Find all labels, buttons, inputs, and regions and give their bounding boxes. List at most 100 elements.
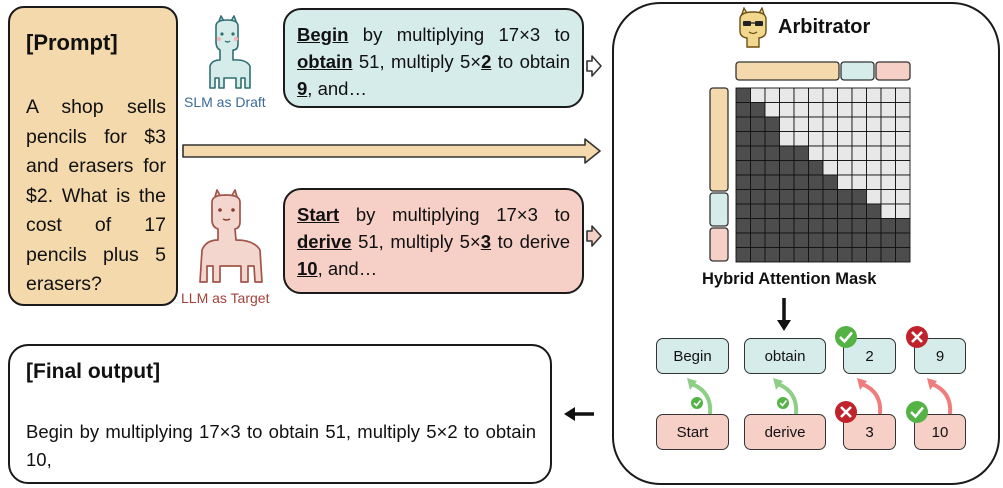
prompt-text: A shop sells pencils for $3 and erasers … [26,96,166,295]
draft-arrow-icon [586,55,602,77]
mask-cell [880,218,896,234]
mask-cell [750,87,766,103]
mask-cell [866,247,882,263]
accept-badge-10-icon [906,401,928,423]
arbitrator-panel [612,2,1000,485]
mask-cell [895,174,911,190]
mask-left-target-bar [709,227,729,262]
mask-cell [808,102,824,118]
target-seg-6: 10 [297,258,318,279]
mask-cell [822,218,838,234]
mask-cell [895,189,911,205]
mask-cell [808,174,824,190]
draft-seg-2: obtain [297,51,353,72]
mask-cell [895,116,911,132]
mask-cell [808,131,824,147]
mask-cell [793,247,809,263]
mask-cell [735,131,751,147]
mask-cell [764,145,780,161]
mask-cell [764,160,780,176]
mask-cell [779,247,795,263]
mask-cell [837,189,853,205]
mask-cell [851,189,867,205]
mask-cell [895,218,911,234]
mask-cell [764,131,780,147]
draft-seg-1: by multiplying 17×3 to [348,24,570,45]
mask-cell [750,247,766,263]
mask-cell [779,131,795,147]
target-token-start: Start [656,414,729,450]
mask-cell [764,247,780,263]
llm-label: LLM as Target [181,290,270,306]
arbitrator-title: Arbitrator [778,16,871,38]
mask-cell [793,189,809,205]
mask-cell [880,174,896,190]
mask-cell [837,87,853,103]
mask-cell [735,116,751,132]
mask-cell [866,174,882,190]
draft-seg-6: 9 [297,78,308,99]
slm-label: SLM as Draft [184,94,266,110]
mask-cell [750,218,766,234]
mask-cell [866,160,882,176]
mask-cell [822,116,838,132]
mask-cell [880,247,896,263]
draft-token-begin: Begin [656,338,729,374]
final-output-box [8,344,552,484]
mask-cell [793,116,809,132]
mask-cell [750,116,766,132]
mask-left-draft-bar [709,192,729,227]
mask-cell [866,131,882,147]
mask-cell [764,232,780,248]
mask-cell [895,145,911,161]
verify-arrow-2 [861,382,883,415]
mask-cell [735,102,751,118]
target-seg-3: 51, multiply 5× [351,231,481,252]
final-output-text: Begin by multiplying 17×3 to obtain 51, … [26,421,536,470]
mask-cell [851,247,867,263]
mask-cell [764,87,780,103]
mask-cell [735,203,751,219]
arbitrator-alpaca-icon [739,7,767,48]
mask-cell [779,174,795,190]
draft-seg-7: , and… [307,78,367,99]
mask-cell [808,160,824,176]
mask-cell [837,160,853,176]
mask-cell [837,174,853,190]
draft-seg-4: 2 [481,51,492,72]
mask-cell [808,87,824,103]
mask-cell [895,102,911,118]
mask-cell [779,87,795,103]
mask-cell [837,247,853,263]
verify-arrow-begin [691,382,713,415]
hybrid-attention-mask [709,61,911,263]
mask-cell [866,102,882,118]
target-seg-7: , and… [317,258,378,279]
target-output-bubble: Start by multiplying 17×3 to derive 51, … [283,188,584,294]
mask-cell [822,189,838,205]
mask-cell [735,145,751,161]
mask-cell [793,232,809,248]
mask-cell [793,87,809,103]
target-seg-5: to derive [491,231,570,252]
mask-left-prompt-bar [709,87,729,192]
draft-to-arbitrator-arrow [586,62,588,70]
mask-top-prompt-bar [735,61,840,81]
mask-cell [793,174,809,190]
mask-cell [822,203,838,219]
verify-arrow-9 [931,382,953,415]
accept-badge-2-icon [835,326,857,348]
mask-cell [750,189,766,205]
mask-top-draft-bar [840,61,875,81]
mask-cell [779,145,795,161]
mask-cell [851,232,867,248]
mask-top-target-bar [875,61,911,81]
mask-cell [822,232,838,248]
mask-cell [750,131,766,147]
mask-cell [779,160,795,176]
mask-cell [750,174,766,190]
mask-cell [895,87,911,103]
mask-cell [779,102,795,118]
mask-cell [735,247,751,263]
prompt-title: [Prompt] [26,30,118,55]
